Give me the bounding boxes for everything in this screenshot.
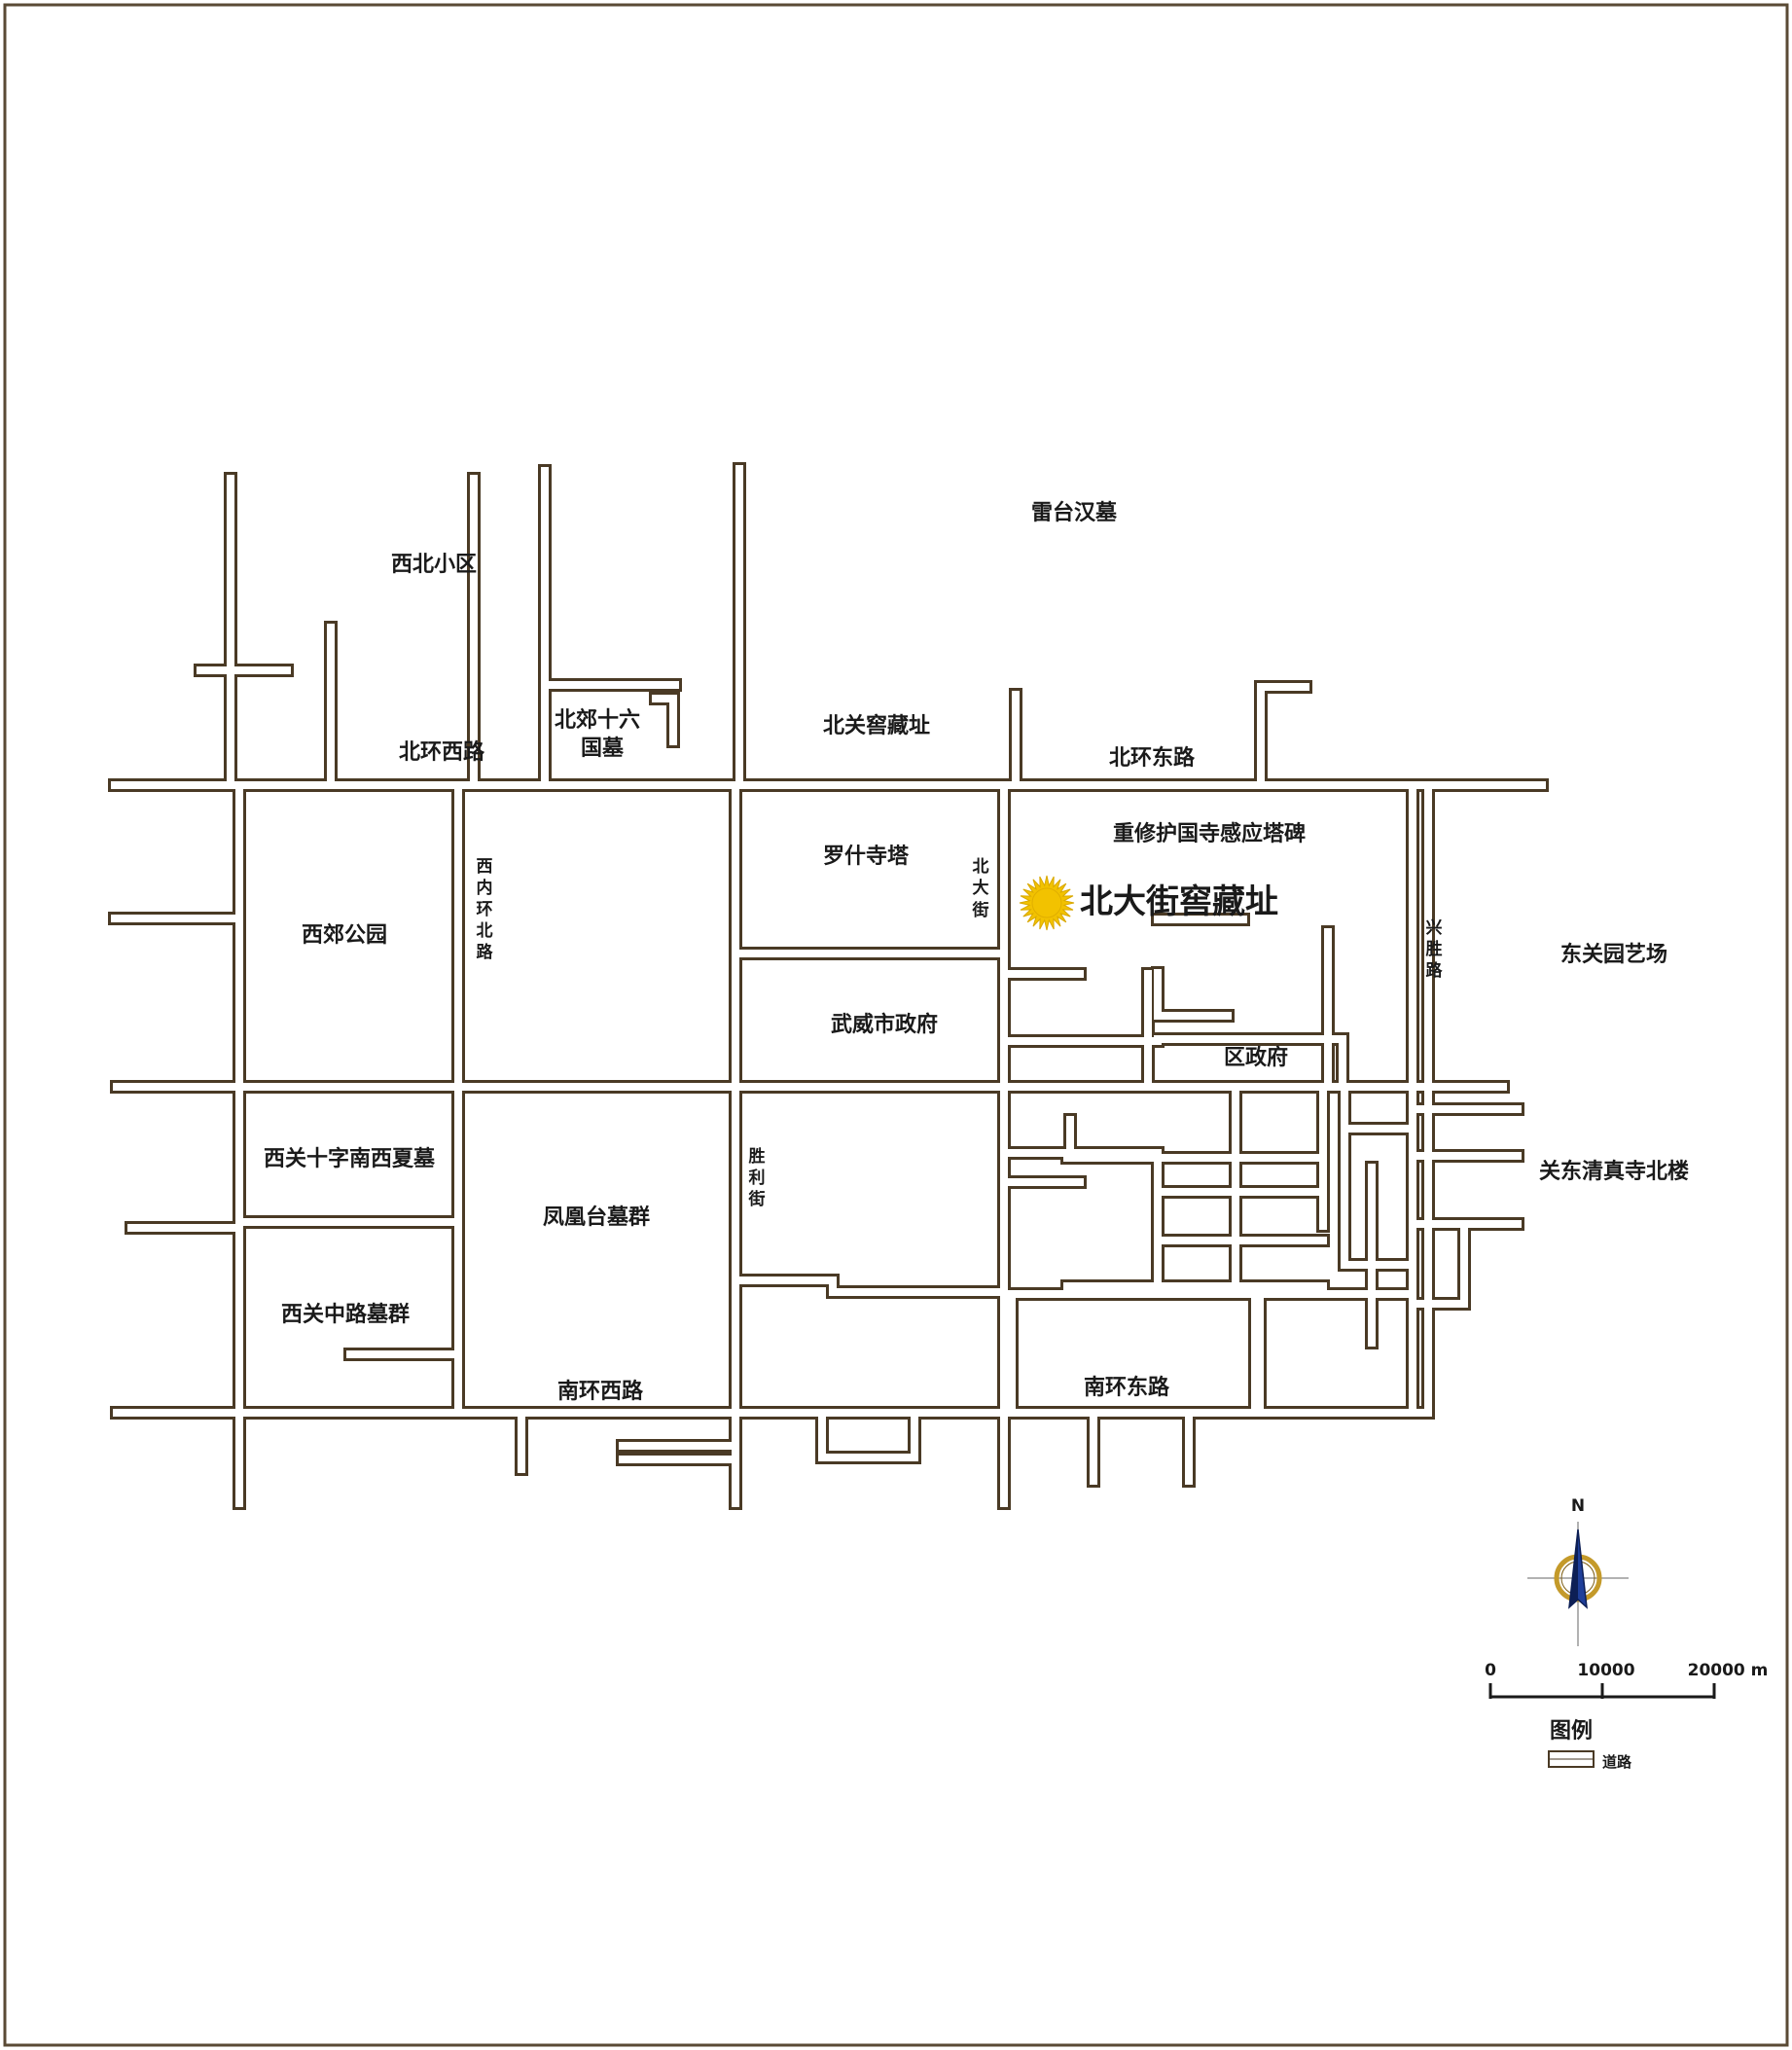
- label-fenghuangtai-tombs: 凤凰台墓群: [543, 1205, 650, 1230]
- label-beidajie-hoard-site: 北大街窖藏址: [1080, 882, 1278, 921]
- scale-tick-20000: 20000 m: [1688, 1661, 1769, 1680]
- label-nanhuan-east-road: 南环东路: [1084, 1375, 1170, 1400]
- scale-tick-0: 0: [1485, 1661, 1496, 1680]
- label-xingsheng-2: 胜: [1426, 940, 1443, 959]
- scale-tick-10000: 10000: [1577, 1661, 1634, 1680]
- legend-road-label: 道路: [1602, 1753, 1632, 1771]
- legend-road-swatch: [1548, 1750, 1595, 1768]
- legend: 图例 道路: [1548, 1719, 1632, 1771]
- label-beiguan-hoard-site: 北关窖藏址: [823, 713, 930, 738]
- label-shengli-2: 利: [749, 1168, 766, 1188]
- label-shengli-3: 街: [748, 1189, 766, 1209]
- road-fill-35: [1008, 1149, 1162, 1290]
- road-fill-14: [1424, 781, 1546, 1417]
- map-labels: 雷台汉墓 西北小区 北郊十六 国墓 北关窖藏址 北环西路 北环东路 罗什寺塔 重…: [264, 500, 1689, 1404]
- road-fill-20: [652, 695, 677, 745]
- label-guandong-mosque: 关东清真寺北楼: [1539, 1159, 1689, 1184]
- label-xingsheng-1: 兴: [1426, 918, 1443, 938]
- label-luoshi-pagoda: 罗什寺塔: [823, 845, 910, 869]
- road-casing-14: [1421, 778, 1549, 1420]
- label-xibei-district: 西北小区: [391, 553, 477, 577]
- label-shengli-1: 胜: [749, 1147, 766, 1167]
- label-leitai-han-tomb: 雷台汉墓: [1031, 500, 1118, 525]
- label-beidajie-vertical-1: 北: [973, 857, 989, 877]
- label-beidajie-vertical-2: 大: [973, 878, 989, 898]
- legend-title: 图例: [1550, 1719, 1593, 1744]
- road-fill-61: [818, 1409, 918, 1461]
- label-xineihuan-2: 内: [477, 878, 493, 898]
- north-label: N: [1571, 1496, 1585, 1516]
- label-beihuan-west-road: 北环西路: [399, 739, 485, 765]
- label-xiguan-shizi-tomb: 西关十字南西夏墓: [264, 1146, 436, 1171]
- label-beihuan-east-road: 北环东路: [1109, 745, 1196, 771]
- label-dongguan-nursery: 东关园艺场: [1560, 942, 1667, 967]
- road-fill-25: [734, 1277, 1008, 1296]
- label-huguo-temple-stele: 重修护国寺感应塔碑: [1113, 821, 1306, 846]
- label-xineihuan-4: 北: [477, 921, 493, 941]
- label-nanhuan-west-road: 南环西路: [557, 1379, 644, 1404]
- label-wuwei-government: 武威市政府: [831, 1012, 938, 1037]
- label-beijiao-16-tomb-1: 北郊十六: [555, 708, 640, 733]
- label-xiguan-zhonglu-tombs: 西关中路墓群: [281, 1302, 410, 1327]
- label-xijiao-park: 西郊公园: [302, 923, 387, 948]
- label-beijiao-16-tomb-2: 国墓: [581, 737, 625, 761]
- road-casing-31: [1151, 966, 1235, 1023]
- scale-bar: 0 10000 20000 m: [1485, 1661, 1768, 1699]
- label-xineihuan-3: 环: [477, 900, 493, 919]
- label-district-government: 区政府: [1224, 1045, 1288, 1070]
- road-fill-55: [1409, 1220, 1522, 1308]
- site-marker-icon: [1019, 875, 1075, 931]
- road-casing-35: [1005, 1146, 1165, 1293]
- label-xingsheng-3: 路: [1426, 960, 1444, 981]
- north-arrow-icon: N: [1527, 1496, 1629, 1646]
- label-xineihuan-5: 路: [477, 942, 494, 962]
- page-frame: [3, 3, 1789, 2047]
- label-xineihuan-1: 西: [477, 857, 493, 877]
- label-beidajie-vertical-3: 街: [972, 900, 989, 920]
- road-network: [108, 462, 1549, 1510]
- road-fill-31: [1154, 969, 1232, 1020]
